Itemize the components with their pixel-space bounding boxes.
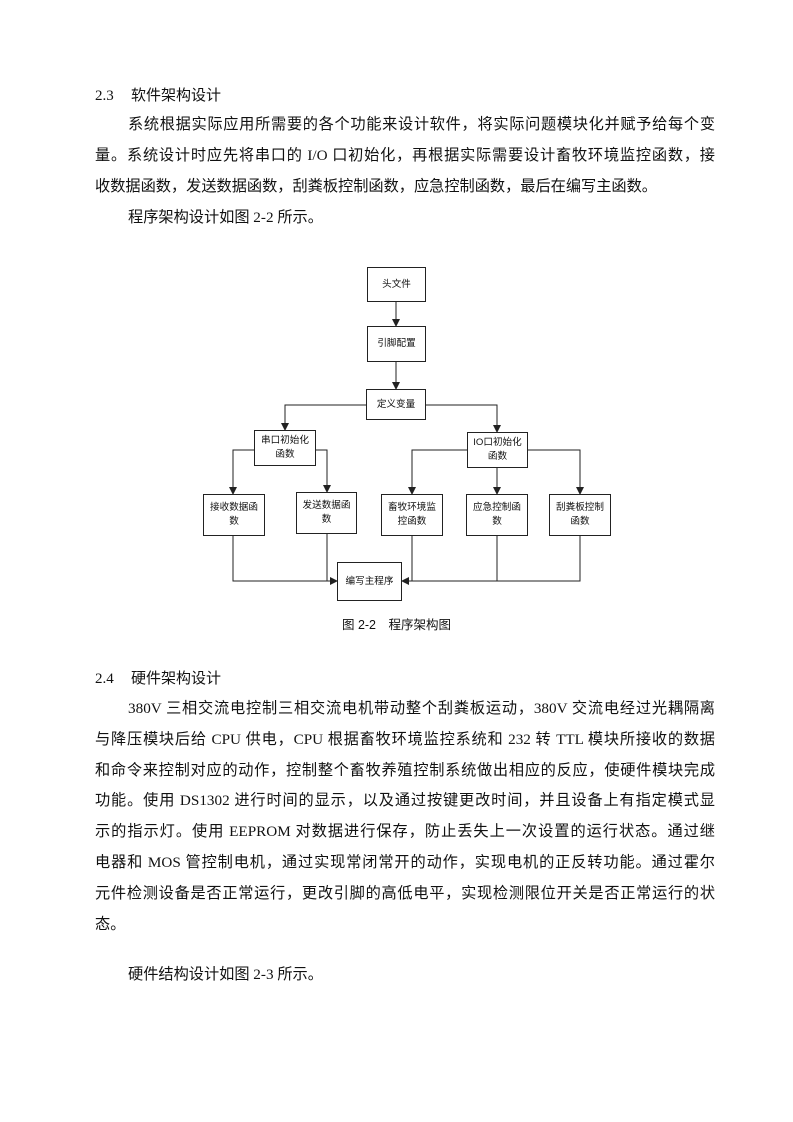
flowchart-connectors: [229, 302, 584, 585]
node-env-monitor: 畜牧环境监控函数: [381, 494, 443, 536]
section-heading-hardware: 2.4 硬件架构设计: [95, 669, 221, 689]
node-pin-config: 引脚配置: [367, 326, 426, 362]
text-line: 元件检测设备是否正常运行，更改引脚的高低电平，实现检测限位开关是否正常运行的状: [95, 884, 715, 902]
node-send-data: 发送数据函数: [296, 492, 357, 534]
section-number: 2.3: [95, 88, 114, 104]
text-line: 功能。使用 DS1302 进行时间的显示，以及通过按键更改时间，并且设备上有指定…: [95, 792, 715, 810]
text-line: 示的指示灯。使用 EEPROM 对数据进行保存，防止丢失上一次设置的运行状态。通…: [95, 823, 715, 841]
arrow-define-to-serial: [281, 404, 366, 431]
text-line: 和命令来控制对应的动作，控制整个畜牧养殖控制系统做出相应的反应，使硬件模块完成: [95, 761, 715, 779]
node-header-file: 头文件: [367, 267, 426, 302]
arrow-io-to-scraper: [528, 449, 584, 495]
text-line: 系统根据实际应用所需要的各个功能来设计软件，将实际问题模块化并赋予给每个变: [128, 116, 715, 133]
section-heading-software: 2.3 软件架构设计: [95, 86, 221, 106]
arrow-recv-to-main: [232, 536, 338, 585]
figure-reference-paragraph: 程序架构设计如图 2-2 所示。: [128, 209, 323, 226]
node-emergency-control: 应急控制函数: [466, 494, 528, 536]
section-title: 硬件架构设计: [131, 670, 222, 687]
arrow-serial-to-send: [316, 449, 331, 493]
node-main-program: 编写主程序: [337, 562, 402, 601]
node-receive-data: 接收数据函数: [203, 494, 265, 536]
line-scraper-to-main: [412, 536, 581, 582]
hardware-paragraph: 380V 三相交流电控制三相交流电机带动整个刮粪板运动，380V 交流电经过光耦…: [95, 694, 715, 940]
node-define-variables: 定义变量: [366, 389, 426, 420]
node-io-init: IO口初始化函数: [467, 432, 528, 468]
node-scraper-control: 刮粪板控制函数: [549, 494, 611, 536]
text-line: 态。: [95, 915, 126, 933]
arrow-env-to-main: [401, 536, 413, 585]
text-line: 收数据函数，发送数据函数，刮粪板控制函数，应急控制函数，最后在编写主函数。: [95, 177, 657, 195]
software-paragraph: 系统根据实际应用所需要的各个功能来设计软件，将实际问题模块化并赋予给每个变 量。…: [95, 110, 715, 202]
section-number: 2.4: [95, 671, 114, 687]
section-title: 软件架构设计: [131, 87, 222, 104]
figure-caption: 图 2-2 程序架构图: [341, 618, 452, 632]
arrow-serial-to-recv: [229, 449, 254, 495]
figure-reference-paragraph-hardware: 硬件结构设计如图 2-3 所示。: [128, 966, 323, 983]
text-line: 380V 三相交流电控制三相交流电机带动整个刮粪板运动，380V 交流电经过光耦…: [128, 700, 715, 717]
text-line: 与降压模块后给 CPU 供电，CPU 根据畜牧环境监控系统和 232 转 TTL…: [95, 730, 715, 748]
text-line: 量。系统设计时应先将串口的 I/O 口初始化，再根据实际需要设计畜牧环境监控函数…: [95, 146, 715, 164]
arrow-define-to-io: [426, 404, 501, 433]
node-serial-init: 串口初始化函数: [254, 430, 316, 466]
arrow-io-to-env: [408, 449, 467, 495]
text-line: 电器和 MOS 管控制电机，通过实现常闭常开的动作，实现电机的正反转功能。通过霍…: [95, 853, 715, 871]
